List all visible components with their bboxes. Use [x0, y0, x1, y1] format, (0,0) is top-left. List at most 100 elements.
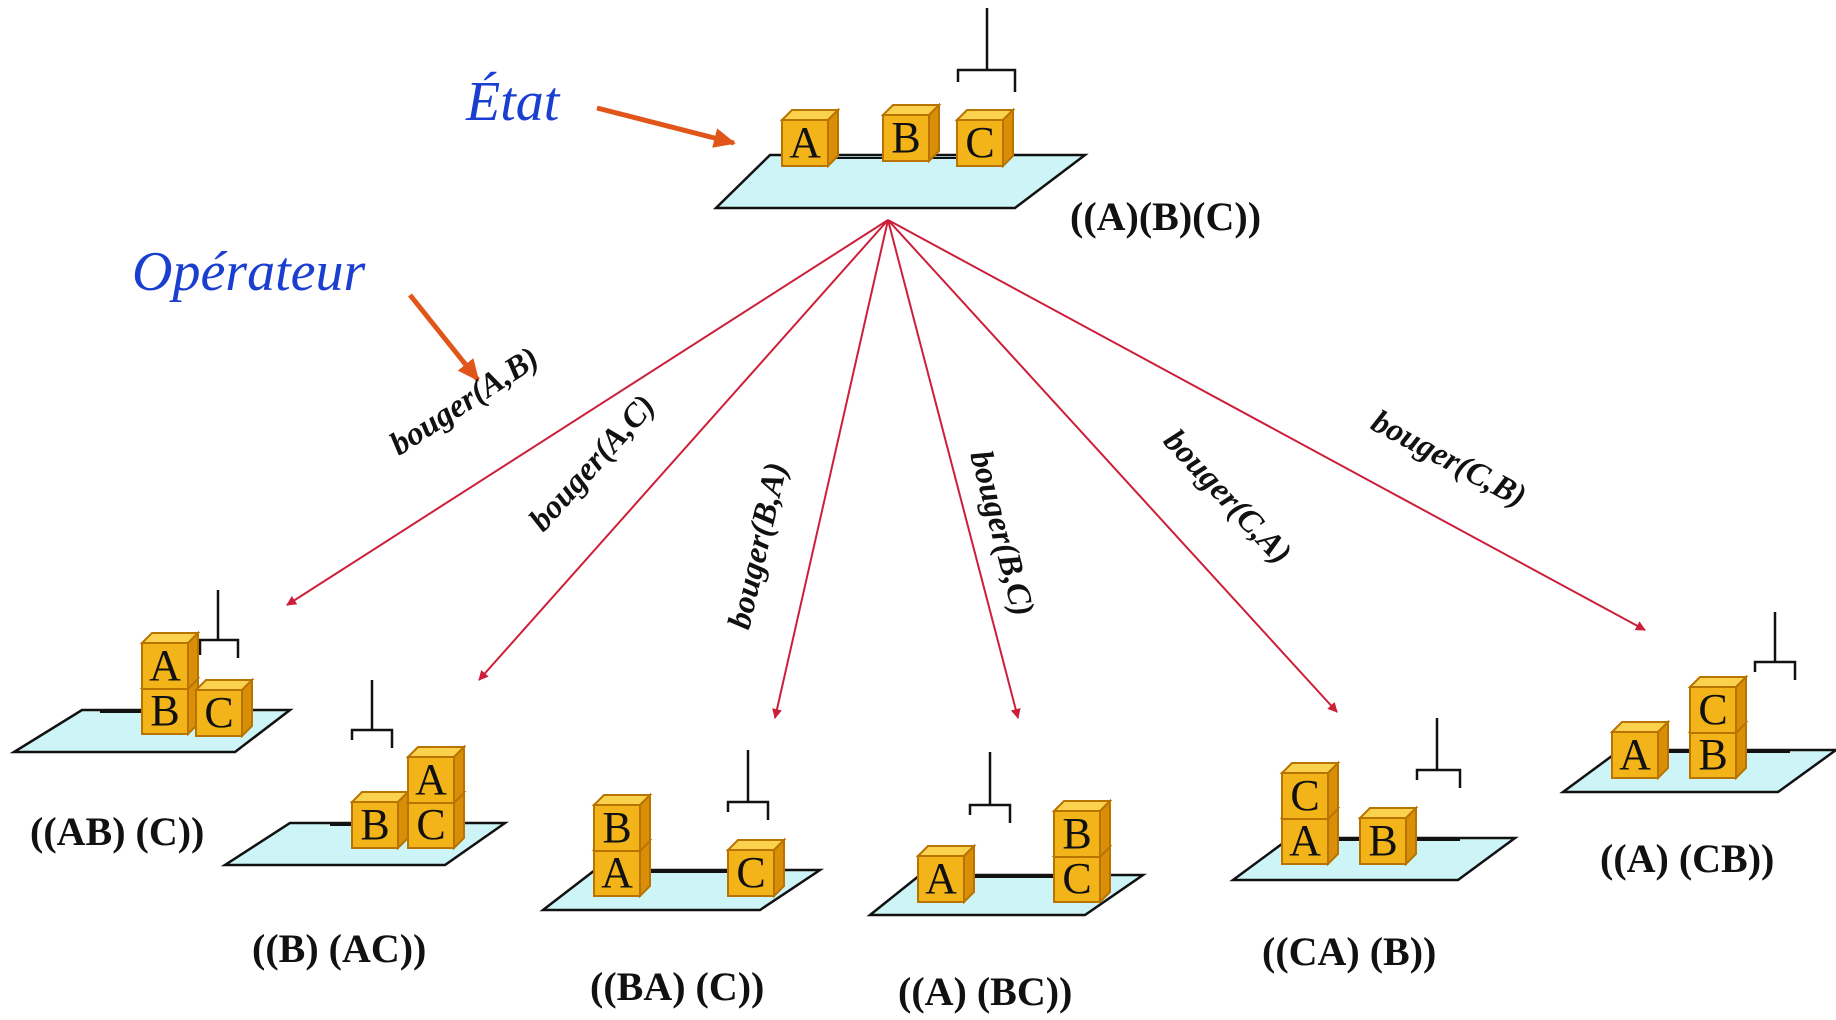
child-4-gripper — [968, 752, 1012, 823]
child-6-gripper — [1753, 612, 1797, 680]
child-3-gripper — [726, 750, 770, 820]
operator-label-6: bouger(C,B) — [1365, 403, 1532, 514]
block-side-face — [1099, 798, 1111, 860]
block-letter: A — [1289, 816, 1321, 865]
child-4-label: ((A) (BC)) — [898, 969, 1072, 1014]
child-3-label: ((BA) (C)) — [590, 964, 764, 1009]
root-state: A B C ((A)(B)(C)) — [712, 8, 1261, 239]
block-side-face — [963, 843, 975, 905]
block-side-face — [1327, 760, 1339, 822]
child-state-5: A C B ((CA) (B)) — [1229, 718, 1519, 974]
block-front-face — [1689, 731, 1737, 779]
child-state-3: A B C ((BA) (C)) — [539, 750, 825, 1009]
child-1-label: ((AB) (C)) — [30, 809, 204, 854]
child-state-1: B A C ((AB) (C)) — [9, 590, 294, 854]
block-letter: A — [925, 854, 957, 903]
operator-label-1: bouger(A,B) — [384, 340, 546, 463]
operator-label-2: bouger(A,C) — [522, 388, 662, 538]
block-letter: C — [965, 118, 994, 167]
operator-label-5: bouger(C,A) — [1156, 423, 1298, 572]
child-4-block-b: B — [1051, 798, 1113, 860]
block-front-face — [407, 801, 455, 849]
block-letter: B — [891, 113, 920, 162]
block-front-face — [1281, 817, 1329, 865]
child-1-block-a: A — [139, 630, 201, 692]
block-letter: C — [736, 848, 765, 897]
block-side-face — [453, 744, 465, 806]
operator-label-4: bouger(B,C) — [962, 447, 1041, 620]
edge-bouger-c-b — [887, 219, 1646, 631]
block-front-face — [593, 849, 641, 897]
root-block-a: A — [779, 107, 841, 169]
block-front-face — [727, 849, 775, 897]
child-5-block-c: C — [1279, 760, 1341, 822]
child-3-block-b: B — [591, 792, 653, 854]
block-letter: C — [416, 800, 445, 849]
child-2-label: ((B) (AC)) — [252, 926, 426, 971]
child-2-block-a: A — [405, 744, 467, 806]
block-side-face — [1657, 719, 1669, 781]
block-letter: B — [360, 800, 389, 849]
block-letter: A — [415, 755, 447, 804]
edge-bouger-b-c — [887, 219, 1021, 719]
block-front-face — [141, 687, 189, 735]
operator-label-3: bouger(B,A) — [722, 459, 795, 632]
block-letter: A — [1619, 730, 1651, 779]
block-side-face — [1002, 107, 1014, 169]
block-front-face — [1689, 686, 1737, 734]
block-letter: C — [1290, 771, 1319, 820]
root-block-b: B — [880, 102, 942, 164]
operator-concept-label: Opérateur — [132, 241, 366, 303]
child-5-label: ((CA) (B)) — [1262, 929, 1436, 974]
root-state-label: ((A)(B)(C)) — [1070, 194, 1261, 239]
child-2-block-b: B — [349, 789, 411, 851]
block-front-face — [1281, 772, 1329, 820]
child-5-gripper — [1415, 718, 1462, 788]
block-side-face — [397, 789, 409, 851]
child-3-block-c: C — [725, 837, 787, 899]
root-gripper — [956, 8, 1017, 92]
block-front-face — [917, 855, 965, 903]
block-letter: C — [1062, 854, 1091, 903]
block-letter: A — [601, 848, 633, 897]
block-side-face — [827, 107, 839, 169]
child-5-block-b: B — [1357, 805, 1419, 867]
child-6-block-c: C — [1687, 674, 1749, 736]
child-4-block-a: A — [915, 843, 977, 905]
block-side-face — [928, 102, 940, 164]
block-front-face — [141, 642, 189, 690]
block-front-face — [1611, 731, 1659, 779]
block-letter: B — [150, 686, 179, 735]
block-side-face — [1735, 674, 1747, 736]
state-pointer-arrow — [596, 105, 736, 148]
block-front-face — [351, 801, 399, 849]
block-letter: C — [1698, 685, 1727, 734]
edge-bouger-c-a — [887, 219, 1338, 713]
block-front-face — [882, 114, 930, 162]
operator-pointer-arrow — [408, 293, 480, 382]
block-front-face — [1053, 810, 1101, 858]
block-side-face — [773, 837, 785, 899]
child-state-4: A C B ((A) (BC)) — [866, 752, 1148, 1014]
edge-bouger-a-c — [478, 219, 889, 681]
state-concept-label: État — [465, 71, 561, 133]
child-state-2: B C A ((B) (AC)) — [220, 680, 509, 971]
child-6-label: ((A) (CB)) — [1600, 836, 1774, 881]
block-letter: B — [1698, 730, 1727, 779]
block-front-face — [781, 119, 829, 167]
block-side-face — [241, 677, 253, 739]
root-table — [712, 153, 1089, 210]
block-side-face — [187, 630, 199, 692]
block-letter: A — [149, 641, 181, 690]
block-letter: B — [602, 803, 631, 852]
block-front-face — [1359, 817, 1407, 865]
child-1-block-c: C — [193, 677, 255, 739]
edge-bouger-a-b — [286, 219, 889, 606]
block-letter: B — [1368, 816, 1397, 865]
block-side-face — [639, 792, 651, 854]
block-front-face — [407, 756, 455, 804]
block-front-face — [593, 804, 641, 852]
child-1-gripper — [198, 590, 240, 658]
child-6-block-a: A — [1609, 719, 1671, 781]
